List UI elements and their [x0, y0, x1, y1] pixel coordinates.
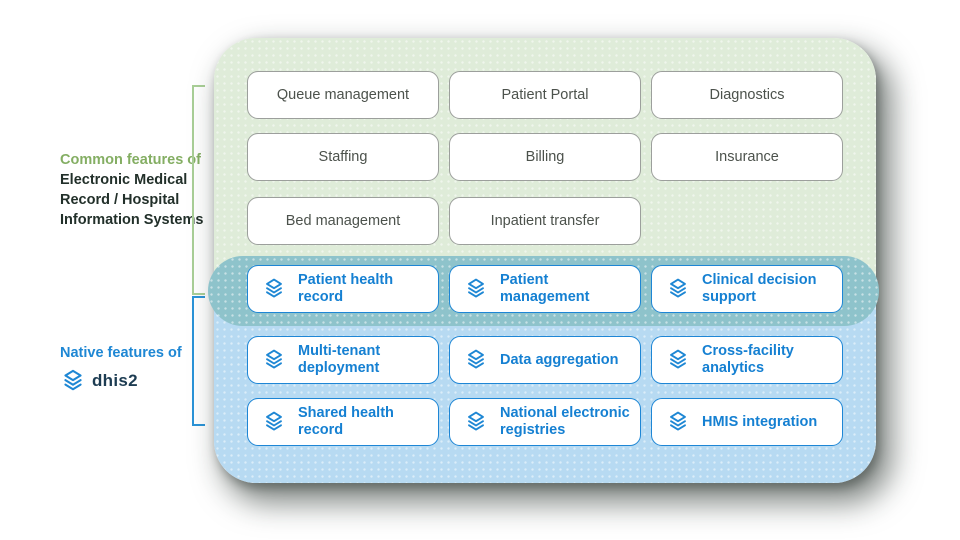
dhis2-layers-icon: [464, 277, 488, 301]
emr-label-prefix: Common features of: [60, 152, 201, 168]
emr-row-3: Bed management Inpatient transfer: [247, 197, 845, 245]
dhis2-wordmark: dhis2: [92, 371, 138, 390]
feature-label: Staffing: [318, 149, 368, 165]
feature-label: Clinical decision support: [702, 272, 817, 305]
native-label-prefix: Native features of: [60, 345, 182, 361]
native-feature-box: Data aggregation: [449, 336, 641, 384]
dhis2-layers-icon: [464, 348, 488, 372]
emr-section-bracket: [192, 85, 205, 295]
feature-label: Inpatient transfer: [490, 213, 600, 229]
shared-feature-box: Patient management: [449, 265, 641, 313]
emr-section-label: Common features of Electronic Medical Re…: [60, 150, 210, 230]
feature-label: Patient management: [500, 272, 590, 305]
native-feature-box: Shared health record: [247, 398, 439, 446]
emr-feature-box: Queue management: [247, 71, 439, 119]
dhis2-layers-icon: [60, 368, 86, 394]
feature-label: Bed management: [285, 213, 401, 229]
emr-row-2: Staffing Billing Insurance: [247, 133, 845, 181]
dhis2-layers-icon: [262, 277, 286, 301]
emr-feature-box: Patient Portal: [449, 71, 641, 119]
dhis2-layers-icon: [666, 277, 690, 301]
native-feature-box: HMIS integration: [651, 398, 843, 446]
shared-feature-box: Patient health record: [247, 265, 439, 313]
native-section-bracket: [192, 296, 205, 426]
feature-label: Insurance: [715, 149, 779, 165]
feature-grid: Queue management Patient Portal Diagnost…: [214, 38, 876, 446]
native-feature-box: Multi-tenant deployment: [247, 336, 439, 384]
shared-row: Patient health record Patient management…: [247, 265, 845, 313]
emr-feature-box: Insurance: [651, 133, 843, 181]
feature-label: Patient health record: [298, 272, 394, 305]
feature-label: Billing: [525, 149, 565, 165]
feature-label: Data aggregation: [500, 351, 619, 368]
emr-feature-box: Diagnostics: [651, 71, 843, 119]
dhis2-layers-icon: [262, 348, 286, 372]
feature-label: Multi-tenant deployment: [298, 343, 381, 376]
emr-feature-box: Staffing: [247, 133, 439, 181]
native-section-label: Native features of dhis2: [60, 343, 210, 394]
native-row-2: Shared health record National electronic…: [247, 398, 845, 446]
native-row-1: Multi-tenant deployment Data aggregation…: [247, 336, 845, 384]
dhis2-layers-icon: [262, 410, 286, 434]
feature-label: Shared health record: [298, 405, 394, 438]
feature-label: HMIS integration: [702, 413, 818, 430]
emr-feature-box: Inpatient transfer: [449, 197, 641, 245]
dhis2-layers-icon: [464, 410, 488, 434]
native-feature-box: National electronic registries: [449, 398, 641, 446]
emr-label-emphasis: Electronic Medical Record / Hospital Inf…: [60, 172, 204, 228]
feature-label: Cross-facility analytics: [702, 343, 794, 376]
dhis2-logo: dhis2: [60, 368, 210, 394]
shared-feature-box: Clinical decision support: [651, 265, 843, 313]
emr-row-1: Queue management Patient Portal Diagnost…: [247, 71, 845, 119]
feature-label: Queue management: [276, 87, 410, 103]
dhis2-layers-icon: [666, 410, 690, 434]
features-panel: Queue management Patient Portal Diagnost…: [208, 38, 879, 483]
feature-label: Patient Portal: [501, 87, 589, 103]
feature-label: Diagnostics: [709, 87, 785, 103]
native-feature-box: Cross-facility analytics: [651, 336, 843, 384]
feature-label: National electronic registries: [500, 405, 630, 438]
emr-feature-box: Billing: [449, 133, 641, 181]
dhis2-layers-icon: [666, 348, 690, 372]
emr-feature-box: Bed management: [247, 197, 439, 245]
